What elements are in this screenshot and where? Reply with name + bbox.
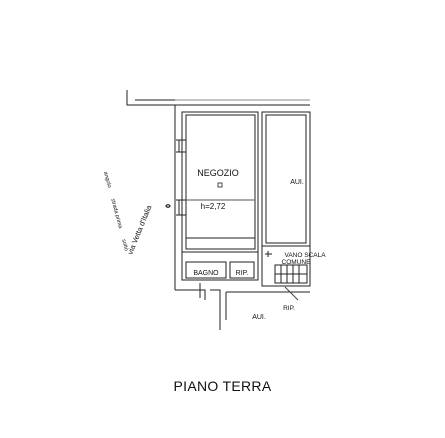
plan-title: PIANO TERRA [173, 378, 272, 394]
room-label-rip-bottom: RIP. [283, 305, 295, 312]
room-label-aui-bottom: AUI. [252, 314, 266, 321]
column-symbol [217, 182, 223, 188]
street-label-line3: strada prima [109, 198, 123, 230]
room-label-rip-small: RIP. [236, 270, 249, 277]
street-label-line1: via Vetta d'Italia [126, 203, 154, 256]
room-label-height: h=2,72 [201, 202, 226, 211]
room-label-negozio: NEGOZIO [197, 168, 239, 178]
street-label: via Vetta d'Italia [126, 203, 154, 256]
street-label-line4: sotto [120, 239, 129, 252]
room-label-aui-right: AUI. [290, 179, 304, 186]
room-label-comune: COMUNE [282, 259, 312, 266]
room-label-bagno: BAGNO [193, 270, 219, 277]
street-label-line2: angolo [102, 171, 112, 189]
street-label-secondary: angolo strada prima sotto [102, 171, 129, 252]
entrance-markers [165, 203, 171, 208]
outer-walls [126, 90, 311, 330]
room-label-vano-scala: VANO SCALA [284, 252, 326, 259]
